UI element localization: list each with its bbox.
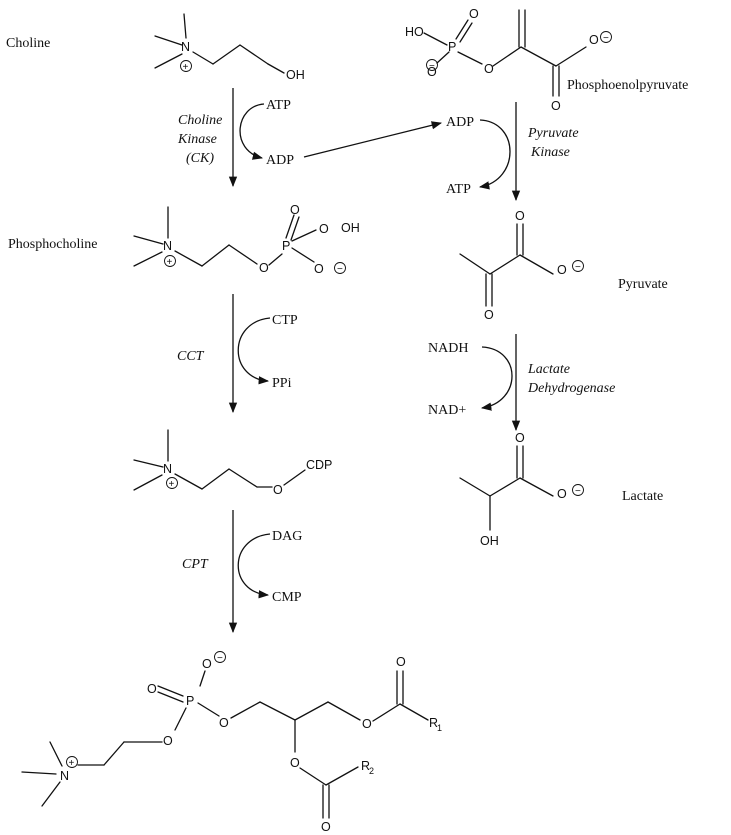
svg-text:HO: HO (405, 25, 424, 39)
enzyme-ck: Choline (178, 113, 222, 128)
svg-text:+: + (169, 479, 175, 490)
svg-text:O: O (427, 65, 437, 79)
svg-text:ATP: ATP (266, 98, 291, 113)
svg-text:R: R (361, 759, 370, 773)
svg-text:N: N (163, 462, 172, 476)
svg-text:O: O (469, 7, 479, 21)
svg-text:O: O (163, 734, 173, 748)
svg-text:O: O (362, 717, 372, 731)
svg-text:O: O (551, 99, 561, 113)
svg-text:Dehydrogenase: Dehydrogenase (527, 381, 615, 396)
svg-text:N: N (60, 769, 69, 783)
svg-text:1: 1 (437, 723, 442, 733)
svg-text:O: O (202, 657, 212, 671)
svg-text:OH: OH (341, 221, 360, 235)
svg-text:O: O (319, 222, 329, 236)
enzyme-cpt: CPT (182, 557, 209, 572)
svg-text:P: P (282, 239, 290, 253)
svg-text:−: − (337, 264, 343, 275)
enzyme-cct: CCT (177, 349, 205, 364)
phosphatidylcholine-structure: O − O P O O O O R 1 O R 2 O (21, 651, 442, 834)
enzyme-ldh: Lactate (527, 362, 570, 377)
svg-text:DAG: DAG (272, 529, 302, 544)
svg-text:−: − (217, 653, 223, 664)
lactate-structure: OH O O − (459, 431, 584, 548)
ldh-cofactor-curve (480, 346, 513, 411)
pyruvate-structure: O O O − (459, 209, 584, 322)
choline-structure: N + OH (154, 13, 305, 82)
svg-text:−: − (429, 61, 435, 72)
svg-text:O: O (259, 261, 269, 275)
svg-text:+: + (69, 758, 75, 769)
ck-cofactor-curve (239, 103, 265, 160)
svg-text:Kinase: Kinase (177, 132, 217, 147)
svg-text:2: 2 (369, 766, 374, 776)
svg-text:−: − (603, 33, 609, 44)
svg-text:O: O (396, 655, 406, 669)
svg-text:−: − (575, 486, 581, 497)
svg-text:NADH: NADH (428, 341, 468, 356)
phosphoenolpyruvate-structure: HO P O O − O O − O (405, 7, 612, 113)
svg-text:O: O (321, 820, 331, 834)
choline-nitrogen: N (181, 40, 190, 54)
svg-text:NAD+: NAD+ (428, 403, 466, 418)
svg-text:R: R (429, 716, 438, 730)
svg-text:N: N (163, 239, 172, 253)
svg-text:P: P (186, 694, 194, 708)
label-pyruvate: Pyruvate (618, 277, 668, 292)
label-choline: Choline (6, 36, 50, 51)
svg-text:O: O (557, 263, 567, 277)
svg-text:O: O (290, 203, 300, 217)
svg-text:+: + (183, 62, 189, 73)
svg-text:O: O (147, 682, 157, 696)
label-phosphocholine: Phosphocholine (8, 237, 97, 252)
svg-text:(CK): (CK) (186, 151, 214, 166)
svg-text:O: O (589, 33, 599, 47)
svg-text:+: + (167, 257, 173, 268)
svg-text:O: O (273, 483, 283, 497)
svg-text:P: P (448, 40, 456, 54)
svg-text:Kinase: Kinase (530, 145, 570, 160)
svg-text:O: O (484, 308, 494, 322)
svg-text:ATP: ATP (446, 182, 471, 197)
cct-cofactor-curve (237, 317, 271, 385)
svg-text:ADP: ADP (266, 153, 294, 168)
svg-text:ADP: ADP (446, 115, 474, 130)
svg-text:O: O (290, 756, 300, 770)
pk-cofactor-curve (478, 119, 511, 190)
svg-text:OH: OH (480, 534, 499, 548)
enzyme-pk: Pyruvate (527, 126, 579, 141)
svg-text:CDP: CDP (306, 458, 332, 472)
phosphocholine-structure: N + O P O O OH O − (133, 203, 360, 276)
svg-text:CMP: CMP (272, 590, 302, 605)
svg-text:O: O (219, 716, 229, 730)
cpt-cofactor-curve (237, 533, 271, 599)
svg-text:O: O (557, 487, 567, 501)
choline-hydroxyl: OH (286, 68, 305, 82)
label-lactate: Lactate (622, 489, 663, 504)
cdp-choline-structure: N + O CDP (133, 429, 332, 497)
svg-text:O: O (515, 431, 525, 445)
label-phosphoenolpyruvate: Phosphoenolpyruvate (567, 78, 688, 93)
svg-text:PPi: PPi (272, 376, 292, 391)
svg-text:O: O (515, 209, 525, 223)
svg-text:O: O (314, 262, 324, 276)
svg-text:CTP: CTP (272, 313, 298, 328)
svg-text:O: O (484, 62, 494, 76)
svg-text:−: − (575, 262, 581, 273)
adp-transfer-arrow (303, 121, 443, 158)
